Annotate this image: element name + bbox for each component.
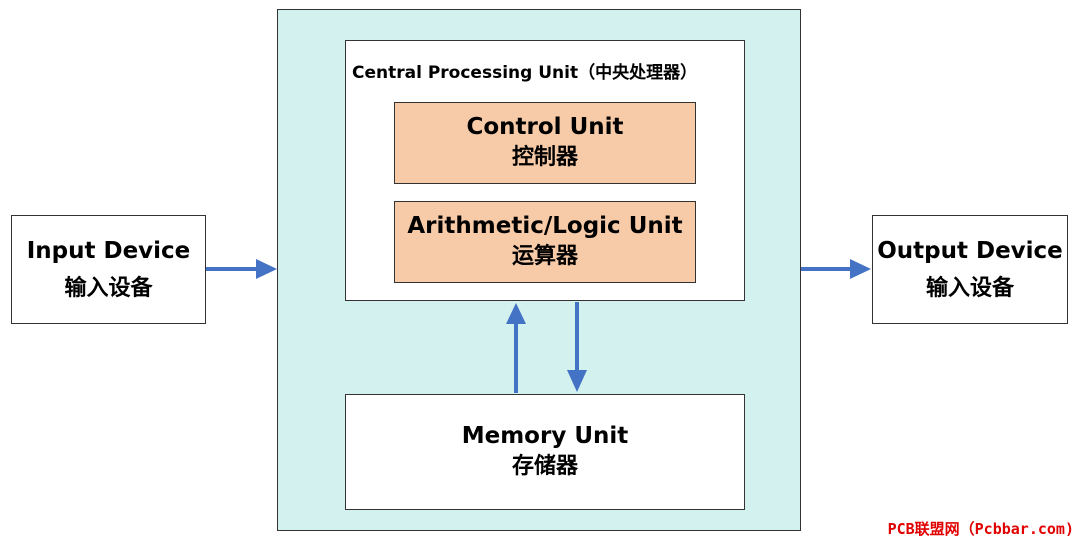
- memory-unit-box: Memory Unit 存储器: [345, 394, 745, 510]
- input-device-box: Input Device 输入设备: [11, 215, 206, 324]
- output-device-label-cn: 输入设备: [925, 275, 1014, 301]
- output-device-box: Output Device 输入设备: [872, 215, 1068, 324]
- control-unit-box: Control Unit 控制器: [394, 102, 696, 184]
- memory-unit-label-en: Memory Unit: [461, 423, 629, 449]
- alu-box: Arithmetic/Logic Unit 运算器: [394, 201, 696, 283]
- control-unit-label-cn: 控制器: [511, 145, 578, 170]
- control-unit-label-en: Control Unit: [466, 114, 624, 140]
- memory-unit-label-cn: 存储器: [511, 454, 578, 479]
- watermark-text: PCB联盟网（Pcbbar.com): [887, 520, 1074, 538]
- input-device-label-en: Input Device: [26, 237, 191, 264]
- output-arrow-head: [850, 259, 871, 279]
- alu-label-en: Arithmetic/Logic Unit: [407, 213, 683, 239]
- alu-label-cn: 运算器: [511, 244, 578, 269]
- input-arrow-head: [256, 259, 277, 279]
- output-device-label-en: Output Device: [877, 237, 1063, 264]
- input-device-label-cn: 输入设备: [64, 275, 153, 301]
- cpu-title: Central Processing Unit（中央处理器）: [352, 63, 698, 83]
